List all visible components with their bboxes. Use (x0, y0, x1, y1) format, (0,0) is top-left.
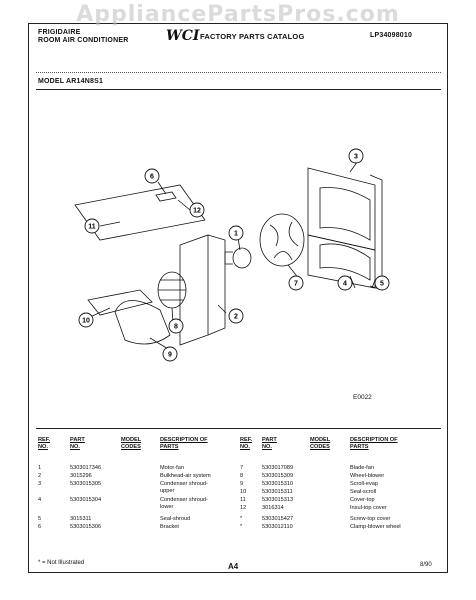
product-name: ROOM AIR CONDITIONER (38, 37, 129, 44)
callout-11: 11 (88, 224, 96, 231)
scroll-evap-part (114, 300, 171, 345)
page-number: A4 (228, 562, 239, 571)
callout-4: 4 (343, 281, 347, 288)
header-divider (36, 89, 441, 90)
exploded-parts-diagram: 1 2 3 4 5 6 7 8 9 10 11 12 (74, 148, 390, 362)
not-illustrated-note: * = Not Illustrated (38, 560, 85, 566)
callout-3: 3 (354, 154, 358, 161)
model-number: MODEL AR14N8S1 (38, 78, 104, 85)
header-model-right: MODEL CODES (310, 437, 331, 450)
watermark: AppliancePartsPros.com (76, 2, 400, 27)
header-desc-right: DESCRIPTION OF PARTS (350, 437, 398, 450)
page-frame (28, 23, 448, 573)
header-ref-right: REF. NO. (240, 437, 253, 450)
callout-12: 12 (193, 208, 201, 215)
catalog-number: LP34098010 (370, 32, 413, 39)
wci-logo: WCI (166, 28, 200, 44)
callout-10: 10 (82, 318, 90, 325)
callout-8: 8 (174, 324, 178, 331)
callout-2: 2 (234, 314, 238, 321)
motor-fan-part (232, 247, 252, 269)
header-model-left: MODEL CODES (121, 437, 142, 450)
callout-5: 5 (380, 281, 384, 288)
header-part-right: PART NO. (262, 437, 277, 450)
diagram-code: E0022 (353, 394, 372, 401)
callout-7: 7 (294, 281, 298, 288)
header-desc-left: DESCRIPTION OF PARTS (160, 437, 208, 450)
seal-scroll-part (87, 289, 153, 316)
table-top-rule (36, 428, 441, 429)
header-part-left: PART NO. (70, 437, 85, 450)
condenser-shroud-upper-part (307, 167, 376, 251)
callout-6: 6 (150, 174, 154, 181)
header-ref-left: REF. NO. (38, 437, 51, 450)
callout-1: 1 (234, 231, 238, 238)
fan-blade-part (259, 213, 305, 267)
bracket-part (155, 191, 177, 202)
catalog-title: FACTORY PARTS CATALOG (200, 32, 305, 41)
seal-shroud-part (369, 174, 383, 291)
callout-9: 9 (168, 352, 172, 359)
brand-name: FRIGIDAIRE (38, 29, 81, 36)
revision-date: 8/90 (420, 562, 432, 568)
header-divider-dotted (36, 72, 441, 73)
